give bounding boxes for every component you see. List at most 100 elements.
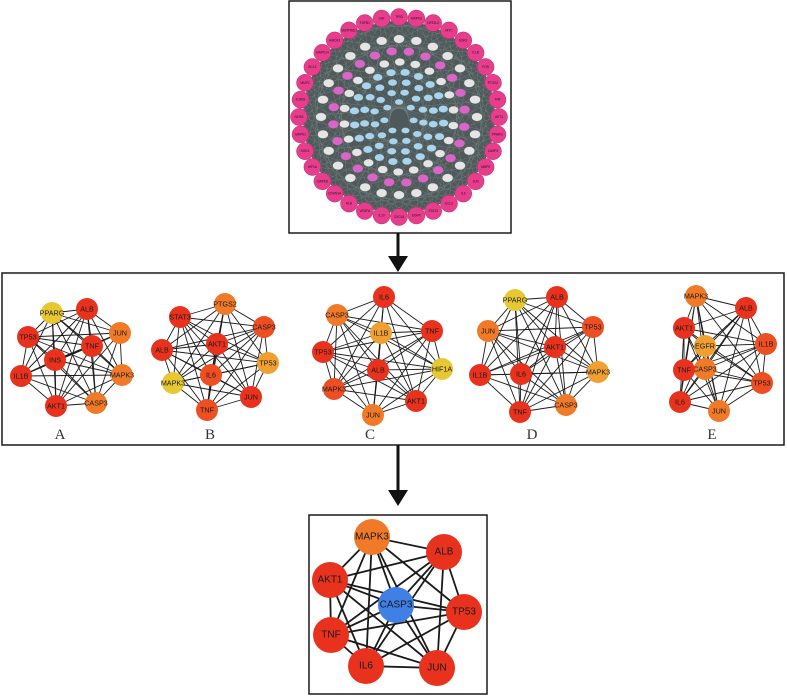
gene-node: AKT1: [673, 317, 695, 339]
edge: [210, 326, 265, 376]
gene-node: AKT1: [544, 336, 566, 358]
edge: [329, 579, 438, 669]
gene-label: AKT1: [208, 340, 226, 349]
gene-label: AKT1: [675, 324, 693, 333]
gene-node: IL6: [510, 363, 532, 385]
gene-label: IL1B: [374, 329, 389, 338]
edge: [54, 359, 123, 376]
edge: [683, 327, 763, 384]
edge: [333, 388, 417, 402]
network-node: [359, 106, 370, 114]
network-node: [415, 152, 426, 161]
edge: [519, 326, 594, 413]
network-node: [413, 72, 424, 81]
outer-node: MAPK1: [291, 125, 310, 144]
gene-label: ALB: [435, 547, 454, 558]
network-node: [418, 119, 428, 126]
network-node: [434, 149, 446, 158]
gene-label: TP53: [314, 348, 331, 357]
edge: [20, 374, 123, 377]
network-node: [352, 164, 364, 173]
gene-node: JUN: [708, 400, 730, 422]
gene-node: TNF: [313, 617, 349, 653]
network-node: [315, 112, 327, 122]
outer-node-label: CCL2: [445, 202, 453, 206]
edge: [519, 346, 556, 413]
edge: [695, 295, 763, 384]
network-node: [453, 139, 466, 148]
network-node: [370, 108, 380, 115]
gene-label: TP53: [259, 359, 276, 368]
edge: [300, 134, 450, 204]
gene-label: IL1B: [759, 340, 774, 349]
panel-b: STAT3PTGS2CASP3AKT1ALBTP53IL6MAPK3JUNTNF…: [151, 293, 279, 443]
edge: [565, 326, 594, 406]
gene-node: INS: [44, 349, 66, 371]
network-node: [343, 135, 354, 144]
outer-node-label: CAT: [379, 17, 385, 21]
edge: [479, 299, 516, 376]
gene-label: CASP3: [380, 600, 413, 611]
gene-label: TNF: [85, 342, 100, 351]
network-node: [361, 82, 372, 90]
network-node: [454, 64, 466, 73]
network-node: [388, 127, 397, 134]
gene-label: HIF1A: [432, 365, 453, 374]
edge: [305, 134, 498, 152]
gene-node: ALB: [151, 339, 173, 361]
network-node: [353, 93, 364, 102]
gene-label: JUN: [366, 411, 380, 420]
gene-node: TNF: [196, 399, 218, 421]
network-node: [446, 73, 458, 83]
network-node: [332, 86, 345, 95]
edge: [27, 336, 57, 407]
edge: [334, 40, 476, 53]
network-node: [374, 142, 384, 150]
network-node: [434, 132, 445, 141]
gene-node: TNF: [509, 401, 531, 423]
network-node: [393, 168, 404, 176]
edge: [365, 536, 373, 667]
outer-node: CAT: [372, 9, 391, 28]
network-node: [359, 182, 371, 192]
gene-node: AKT1: [206, 333, 228, 355]
network-node: [327, 120, 339, 129]
arrow-down-icon: [388, 233, 408, 272]
network-node: [332, 64, 344, 73]
edge: [514, 299, 599, 373]
edge: [679, 307, 747, 403]
edge: [51, 312, 97, 404]
network-node: [340, 151, 352, 161]
network-node: [367, 173, 379, 182]
gene-label: ALB: [739, 304, 753, 313]
gene-node: ALB: [426, 534, 462, 570]
edge: [487, 330, 521, 413]
gene-node: ALB: [367, 359, 389, 381]
edge: [172, 303, 226, 384]
gene-label: AKT1: [317, 575, 342, 586]
edge: [27, 332, 121, 338]
edge: [371, 536, 465, 613]
network-node: [372, 73, 383, 82]
gene-label: TP53: [753, 379, 770, 388]
gene-node: PTGS2: [213, 293, 237, 315]
network-node: [408, 166, 419, 174]
edge: [322, 40, 464, 53]
edge: [161, 349, 269, 364]
network-node: [422, 159, 434, 168]
edge: [380, 332, 417, 402]
edge: [520, 371, 599, 375]
network-node: [411, 95, 421, 103]
edges: [479, 296, 599, 413]
edge: [20, 375, 97, 404]
outer-node: IL6: [454, 184, 472, 203]
edge: [704, 345, 720, 412]
network-node: [448, 106, 459, 114]
edge: [333, 368, 443, 390]
edge: [300, 99, 476, 182]
network-node: [402, 157, 412, 166]
